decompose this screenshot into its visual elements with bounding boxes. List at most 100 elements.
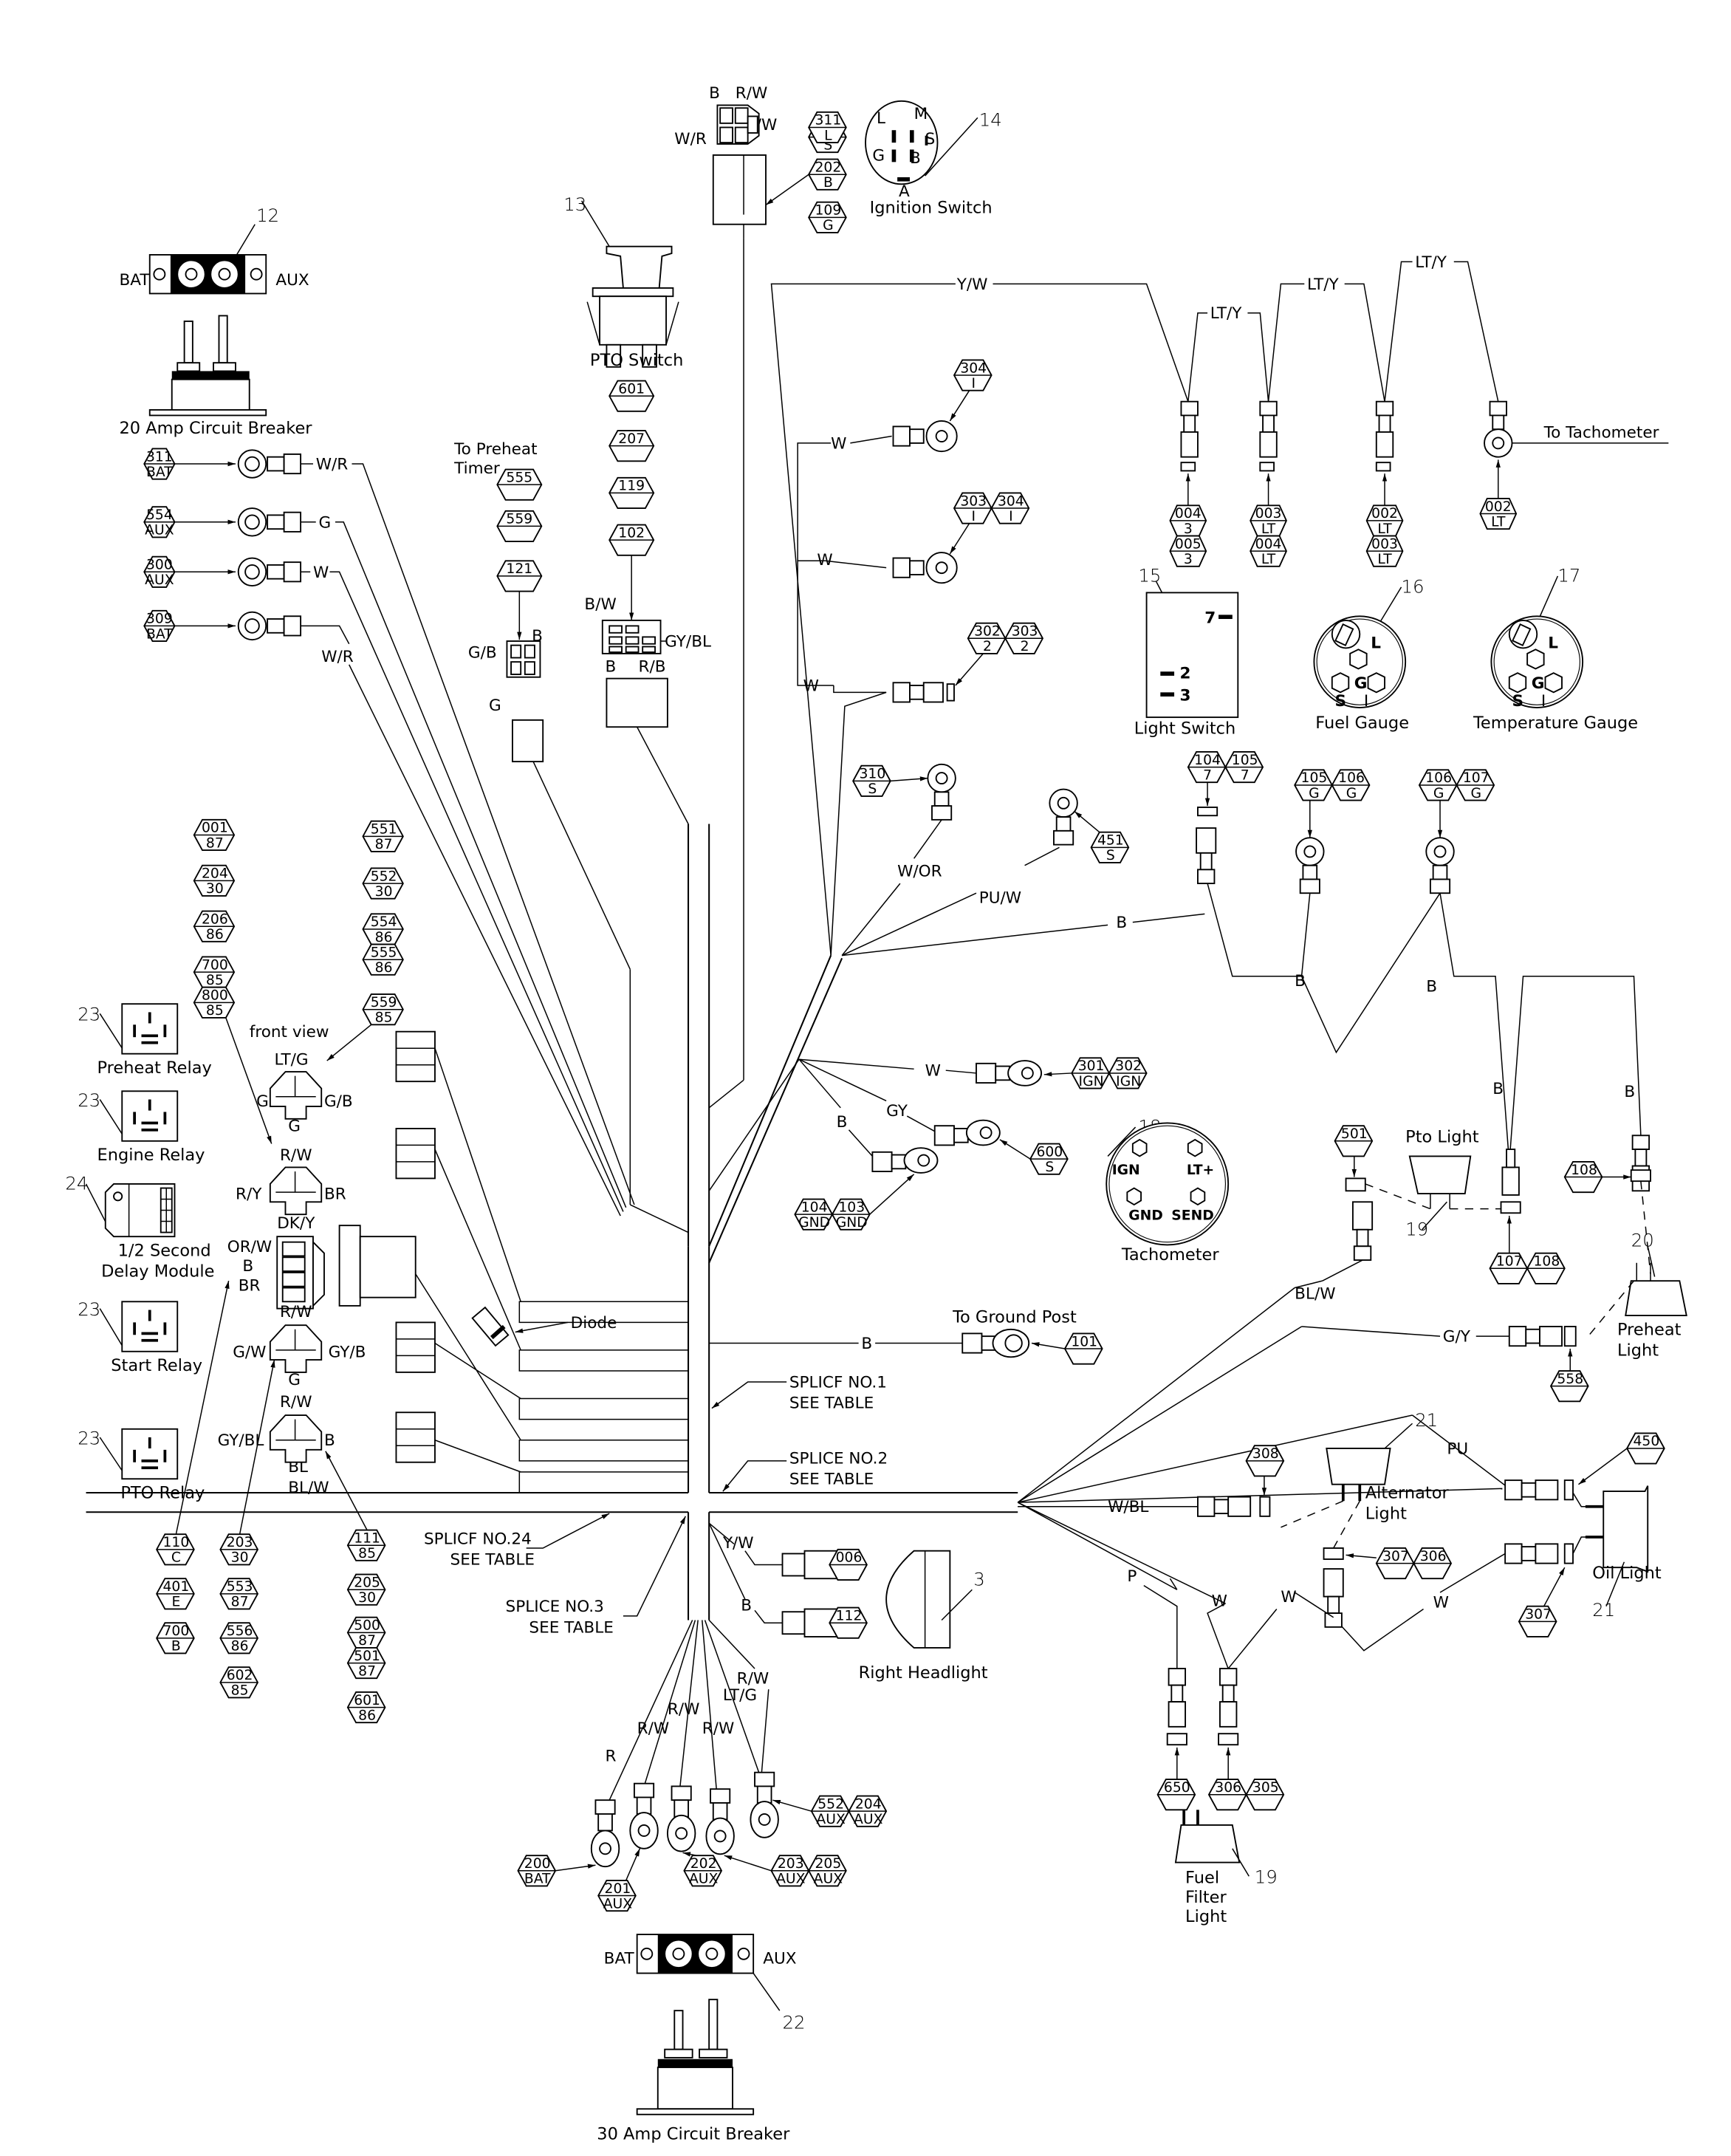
svg-text:004: 004 xyxy=(1255,536,1282,552)
svg-text:23: 23 xyxy=(78,1298,100,1320)
svg-text:W: W xyxy=(313,564,329,582)
svg-text:G: G xyxy=(489,697,501,715)
light-switch: 15 7 2 3 Light Switch xyxy=(1134,564,1239,739)
svg-text:006: 006 xyxy=(836,1550,863,1566)
svg-text:108: 108 xyxy=(1571,1163,1597,1178)
tag-107-108: 107 108 xyxy=(1489,1252,1566,1284)
svg-text:204: 204 xyxy=(202,866,228,882)
svg-text:BR: BR xyxy=(324,1185,346,1204)
svg-text:R/W: R/W xyxy=(736,84,768,103)
svg-text:309: 309 xyxy=(146,612,173,627)
svg-text:85: 85 xyxy=(231,1683,249,1699)
svg-text:206: 206 xyxy=(202,911,228,927)
tag-307-oil: 307 xyxy=(1518,1605,1557,1637)
svg-text:L: L xyxy=(877,109,885,128)
svg-text:IGN: IGN xyxy=(1116,1074,1141,1089)
tachometer: 18 IGN LT+ GND SEND Tachometer xyxy=(1106,1116,1230,1264)
svg-text:23: 23 xyxy=(78,1427,100,1448)
svg-text:L: L xyxy=(1548,634,1558,652)
breaker-30-amp: BAT AUX 22 30 Amp Circuit Breaker xyxy=(597,1934,806,2144)
svg-text:3: 3 xyxy=(1184,521,1193,537)
svg-text:B: B xyxy=(606,657,617,676)
svg-text:G/Y: G/Y xyxy=(1443,1328,1471,1346)
svg-text:552: 552 xyxy=(371,869,397,884)
svg-text:S: S xyxy=(1106,848,1115,863)
svg-text:PU/W: PU/W xyxy=(979,889,1021,907)
svg-text:AUX: AUX xyxy=(814,1872,843,1887)
svg-text:87: 87 xyxy=(231,1595,249,1610)
svg-text:7: 7 xyxy=(1241,767,1250,783)
svg-text:85: 85 xyxy=(375,1010,393,1026)
svg-text:501: 501 xyxy=(1341,1126,1368,1142)
svg-text:451: 451 xyxy=(1097,833,1124,849)
svg-text:105: 105 xyxy=(1232,753,1258,768)
svg-text:30: 30 xyxy=(231,1550,249,1566)
svg-text:107: 107 xyxy=(1463,770,1490,786)
svg-text:G: G xyxy=(1354,674,1368,693)
gauge-connector-1 xyxy=(1180,400,1199,472)
svg-text:A: A xyxy=(899,182,910,201)
svg-text:304: 304 xyxy=(998,493,1024,509)
svg-text:W/OR: W/OR xyxy=(897,863,942,881)
svg-text:30: 30 xyxy=(358,1590,376,1606)
svg-text:SPLICE NO.3: SPLICE NO.3 xyxy=(506,1598,604,1616)
svg-text:86: 86 xyxy=(375,960,393,976)
svg-text:21: 21 xyxy=(1592,1599,1615,1621)
svg-text:G: G xyxy=(1532,674,1545,693)
svg-text:558: 558 xyxy=(1557,1372,1583,1387)
svg-text:307: 307 xyxy=(1525,1607,1552,1623)
svg-text:GND: GND xyxy=(798,1215,830,1231)
svg-text:PU: PU xyxy=(1447,1440,1468,1458)
svg-text:551: 551 xyxy=(371,822,397,838)
svg-text:W/BL: W/BL xyxy=(1108,1498,1148,1516)
svg-text:003: 003 xyxy=(1255,506,1282,521)
svg-text:204: 204 xyxy=(855,1796,882,1812)
svg-text:004: 004 xyxy=(1175,506,1202,521)
svg-text:GY/BL: GY/BL xyxy=(665,633,711,651)
svg-text:W/R: W/R xyxy=(674,130,707,148)
svg-text:LT/Y: LT/Y xyxy=(1307,276,1339,294)
svg-text:23: 23 xyxy=(78,1004,100,1025)
svg-text:BL/W: BL/W xyxy=(288,1479,329,1497)
svg-text:R/W: R/W xyxy=(280,1146,312,1165)
svg-text:R/W: R/W xyxy=(668,1700,700,1719)
svg-text:B: B xyxy=(741,1596,752,1615)
svg-text:2: 2 xyxy=(983,639,992,654)
svg-text:SEE TABLE: SEE TABLE xyxy=(789,1471,874,1489)
fuel-gauge: 16 L G S I Fuel Gauge xyxy=(1313,575,1425,733)
svg-text:BAT: BAT xyxy=(524,1872,551,1887)
svg-text:7: 7 xyxy=(1204,609,1216,628)
tag-450: 450 xyxy=(1626,1432,1665,1465)
svg-text:302: 302 xyxy=(1115,1058,1142,1074)
svg-text:305: 305 xyxy=(1252,1780,1279,1796)
svg-text:202: 202 xyxy=(815,160,841,175)
svg-text:Preheat Relay: Preheat Relay xyxy=(97,1058,212,1078)
svg-text:B/W: B/W xyxy=(584,595,616,614)
svg-text:B: B xyxy=(242,1257,253,1276)
svg-text:Diode: Diode xyxy=(571,1314,617,1332)
svg-text:30: 30 xyxy=(206,881,224,897)
svg-text:556: 556 xyxy=(227,1623,253,1639)
svg-text:650: 650 xyxy=(1164,1780,1190,1796)
svg-text:E: E xyxy=(171,1595,180,1610)
svg-text:R: R xyxy=(606,1748,617,1766)
svg-text:AUX: AUX xyxy=(763,1949,797,1968)
tag-108: 108 xyxy=(1563,1160,1603,1194)
svg-text:LT: LT xyxy=(1377,521,1392,537)
svg-text:G: G xyxy=(1346,786,1357,801)
svg-text:GY/BL: GY/BL xyxy=(218,1431,264,1450)
spade-302 xyxy=(892,682,955,703)
svg-text:I: I xyxy=(1364,692,1368,711)
svg-text:LT/Y: LT/Y xyxy=(1415,253,1447,272)
svg-text:559: 559 xyxy=(371,995,397,1010)
tag-555: 555 xyxy=(496,468,543,501)
svg-text:LT/G: LT/G xyxy=(723,1686,757,1705)
ring-200 xyxy=(590,1799,620,1868)
svg-text:OR/W: OR/W xyxy=(227,1238,272,1256)
svg-text:300: 300 xyxy=(146,558,173,573)
